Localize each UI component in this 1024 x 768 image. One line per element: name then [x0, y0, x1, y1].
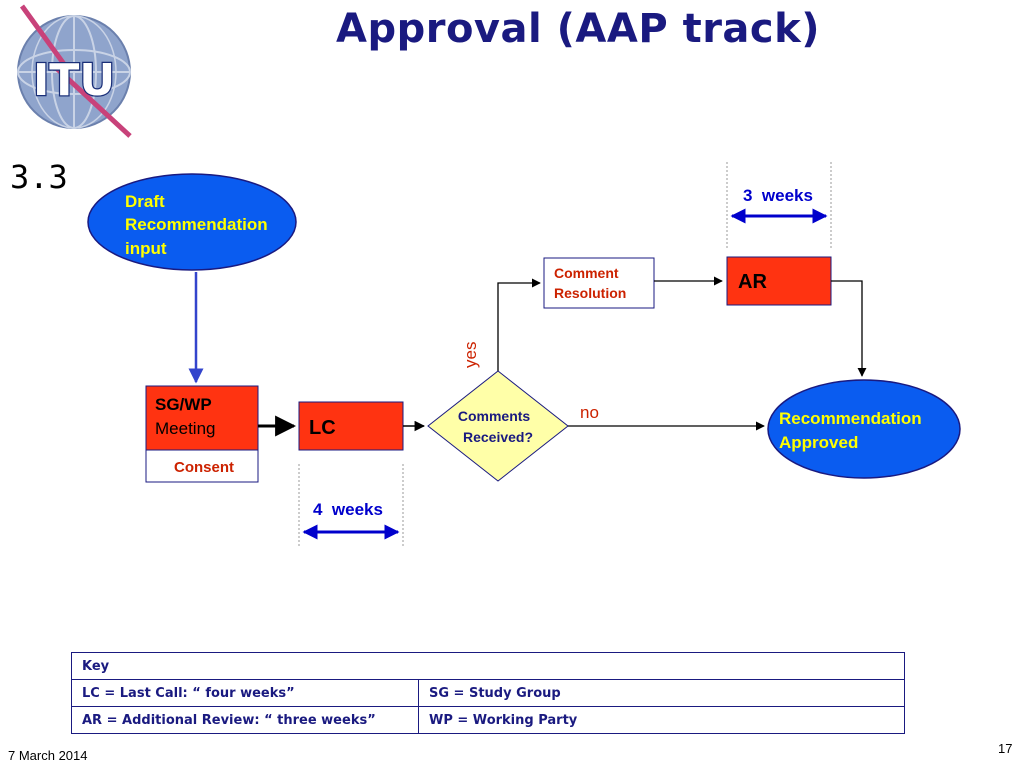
- sgwp-line-2: Meeting: [155, 419, 215, 438]
- three-weeks-duration: 3 weeks: [726, 162, 832, 248]
- draft-line-3: input: [125, 239, 167, 258]
- draft-line-2: Recommendation: [125, 215, 268, 234]
- key-header-row: Key: [71, 652, 905, 680]
- svg-text:Comment Resolution: Comment Resolution: [554, 265, 626, 301]
- table-row: LC = Last Call: “ four weeks” SG = Study…: [71, 679, 905, 707]
- draft-recommendation-node: Draft Recommendation input: [87, 173, 297, 271]
- connector-yes-path: [497, 278, 541, 371]
- logo-text: ITU: [33, 55, 115, 106]
- lc-node: LC: [298, 401, 404, 451]
- four-weeks-duration: 4 weeks: [298, 464, 404, 548]
- comment-resolution-line-1: Comment: [554, 265, 619, 281]
- connector-ar-to-approved: [831, 280, 867, 377]
- ar-node: AR: [726, 256, 832, 306]
- key-cell: LC = Last Call: “ four weeks”: [71, 679, 419, 707]
- svg-text:Recommendation Approved: Recommendation Approved: [779, 409, 926, 452]
- key-cell: SG = Study Group: [418, 679, 905, 707]
- yes-label: yes: [461, 342, 480, 368]
- no-label: no: [580, 403, 599, 422]
- consent-label: Consent: [174, 459, 234, 476]
- svg-text:Draft Recommendation: Draft Recommendation input: [125, 192, 272, 258]
- svg-text:Comments Received?: Comments Received?: [458, 408, 534, 445]
- comment-resolution-node: Comment Resolution: [543, 257, 655, 309]
- sgwp-meeting-node: SG/WP Meeting Consent: [145, 385, 259, 483]
- approved-line-1: Recommendation: [779, 409, 922, 428]
- key-table: Key LC = Last Call: “ four weeks” SG = S…: [71, 652, 905, 734]
- section-number: 3.3: [10, 158, 68, 196]
- draft-line-1: Draft: [125, 192, 165, 211]
- decision-line-1: Comments: [458, 408, 531, 424]
- approved-line-2: Approved: [779, 433, 858, 452]
- sgwp-line-1: SG/WP: [155, 395, 212, 414]
- decision-line-2: Received?: [463, 429, 533, 445]
- four-weeks-label: 4 weeks: [313, 500, 383, 519]
- itu-logo: ITU: [17, 4, 132, 138]
- slide-title: Approval (AAP track): [336, 6, 821, 52]
- slide-date: 7 March 2014: [8, 748, 88, 763]
- table-row: AR = Additional Review: “ three weeks” W…: [71, 706, 905, 734]
- ar-label: AR: [738, 271, 767, 293]
- comment-resolution-line-2: Resolution: [554, 285, 626, 301]
- lc-label: LC: [309, 417, 336, 439]
- three-weeks-label: 3 weeks: [743, 186, 813, 205]
- key-header: Key: [71, 652, 905, 680]
- page-number: 17: [998, 741, 1013, 756]
- key-cell: WP = Working Party: [418, 706, 905, 734]
- recommendation-approved-node: Recommendation Approved: [767, 379, 961, 479]
- comments-received-decision: Comments Received?: [427, 370, 569, 482]
- key-cell: AR = Additional Review: “ three weeks”: [71, 706, 419, 734]
